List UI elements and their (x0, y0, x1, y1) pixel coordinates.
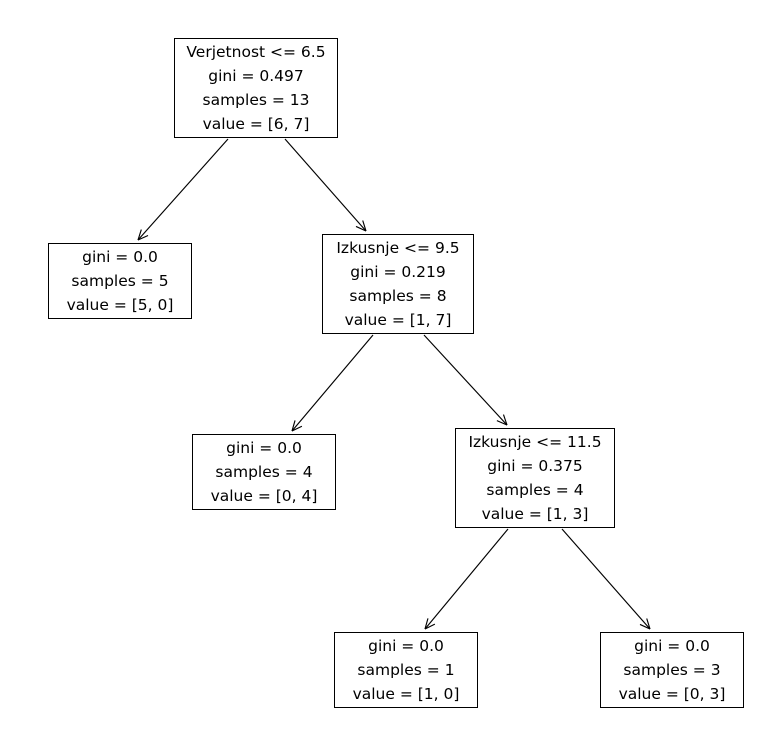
node-gini: gini = 0.497 (208, 67, 304, 85)
node-gini: gini = 0.0 (82, 248, 158, 266)
node-samples: samples = 4 (215, 463, 313, 481)
tree-leaf-node: gini = 0.0 samples = 4 value = [0, 4] (192, 434, 336, 510)
node-condition: Verjetnost <= 6.5 (186, 43, 326, 61)
node-condition: Izkusnje <= 11.5 (468, 433, 602, 451)
tree-edge (424, 528, 509, 630)
tree-leaf-node: gini = 0.0 samples = 3 value = [0, 3] (600, 632, 744, 708)
tree-edge (561, 528, 651, 630)
node-value: value = [5, 0] (66, 296, 174, 314)
tree-edge (137, 138, 229, 241)
node-gini: gini = 0.219 (350, 263, 446, 281)
node-samples: samples = 3 (623, 661, 721, 679)
tree-leaf-node: gini = 0.0 samples = 1 value = [1, 0] (334, 632, 478, 708)
node-value: value = [0, 3] (618, 685, 726, 703)
tree-decision-node: Izkusnje <= 11.5 gini = 0.375 samples = 4 v… (455, 428, 615, 528)
tree-leaf-node: gini = 0.0 samples = 5 value = [5, 0] (48, 243, 192, 319)
tree-edge (284, 138, 367, 232)
node-value: value = [6, 7] (202, 115, 310, 133)
tree-edge (291, 334, 374, 432)
tree-decision-node: Verjetnost <= 6.5 gini = 0.497 samples = 1… (174, 38, 338, 138)
tree-decision-node: Izkusnje <= 9.5 gini = 0.219 samples = 8 va… (322, 234, 474, 334)
node-samples: samples = 1 (357, 661, 455, 679)
node-samples: samples = 5 (71, 272, 169, 290)
node-samples: samples = 8 (349, 287, 447, 305)
node-gini: gini = 0.375 (487, 457, 583, 475)
node-value: value = [1, 7] (344, 311, 452, 329)
node-condition: Izkusnje <= 9.5 (336, 239, 460, 257)
node-samples: samples = 4 (486, 481, 584, 499)
node-value: value = [1, 3] (481, 505, 589, 523)
node-gini: gini = 0.0 (368, 637, 444, 655)
node-gini: gini = 0.0 (226, 439, 302, 457)
node-value: value = [0, 4] (210, 487, 318, 505)
tree-edge (423, 334, 508, 426)
node-samples: samples = 13 (202, 91, 310, 109)
node-value: value = [1, 0] (352, 685, 460, 703)
node-gini: gini = 0.0 (634, 637, 710, 655)
